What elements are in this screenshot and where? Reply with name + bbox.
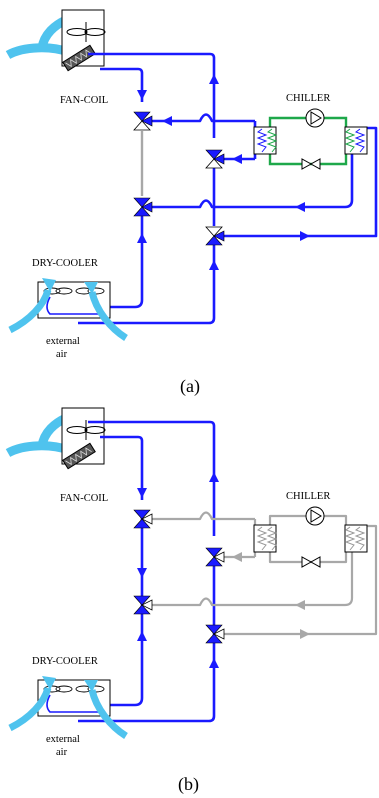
external-air-label-2: air [56, 349, 68, 360]
dry-cooler-airflow-arrows [8, 278, 128, 341]
heat-exchanger-icon [253, 524, 368, 553]
water-circuit-pipes [78, 420, 216, 723]
panel-a: FAN-COIL [5, 9, 378, 397]
fan-coil-icon [61, 9, 106, 72]
three-way-valve-icon [133, 509, 225, 644]
dry-cooler-airflow-arrows [8, 676, 128, 739]
dry-cooler-label: DRY-COOLER [32, 656, 98, 667]
water-circuit-pipes [78, 52, 378, 325]
fan-coil-label: FAN-COIL [60, 493, 108, 504]
flow-arrows [137, 472, 310, 668]
external-air-label-1: external [46, 336, 80, 347]
external-air-label-2: air [56, 747, 68, 758]
three-way-valve-icon [133, 111, 225, 246]
flow-arrows [137, 74, 310, 270]
expansion-valve-icon [301, 556, 321, 568]
panel-caption-a: (a) [180, 376, 200, 397]
chiller-label: CHILLER [286, 491, 330, 502]
pump-icon [305, 108, 325, 128]
chiller-label: CHILLER [286, 93, 330, 104]
dry-cooler-label: DRY-COOLER [32, 258, 98, 269]
chiller-loop [268, 116, 348, 166]
panel-b: FAN-COIL [5, 407, 378, 795]
fan-coil-label: FAN-COIL [60, 95, 108, 106]
pump-icon [305, 506, 325, 526]
external-air-label-1: external [46, 734, 80, 745]
panel-caption-b: (b) [178, 774, 199, 795]
expansion-valve-icon [301, 158, 321, 170]
heat-exchanger-icon [253, 126, 368, 155]
fan-coil-icon [61, 407, 106, 470]
